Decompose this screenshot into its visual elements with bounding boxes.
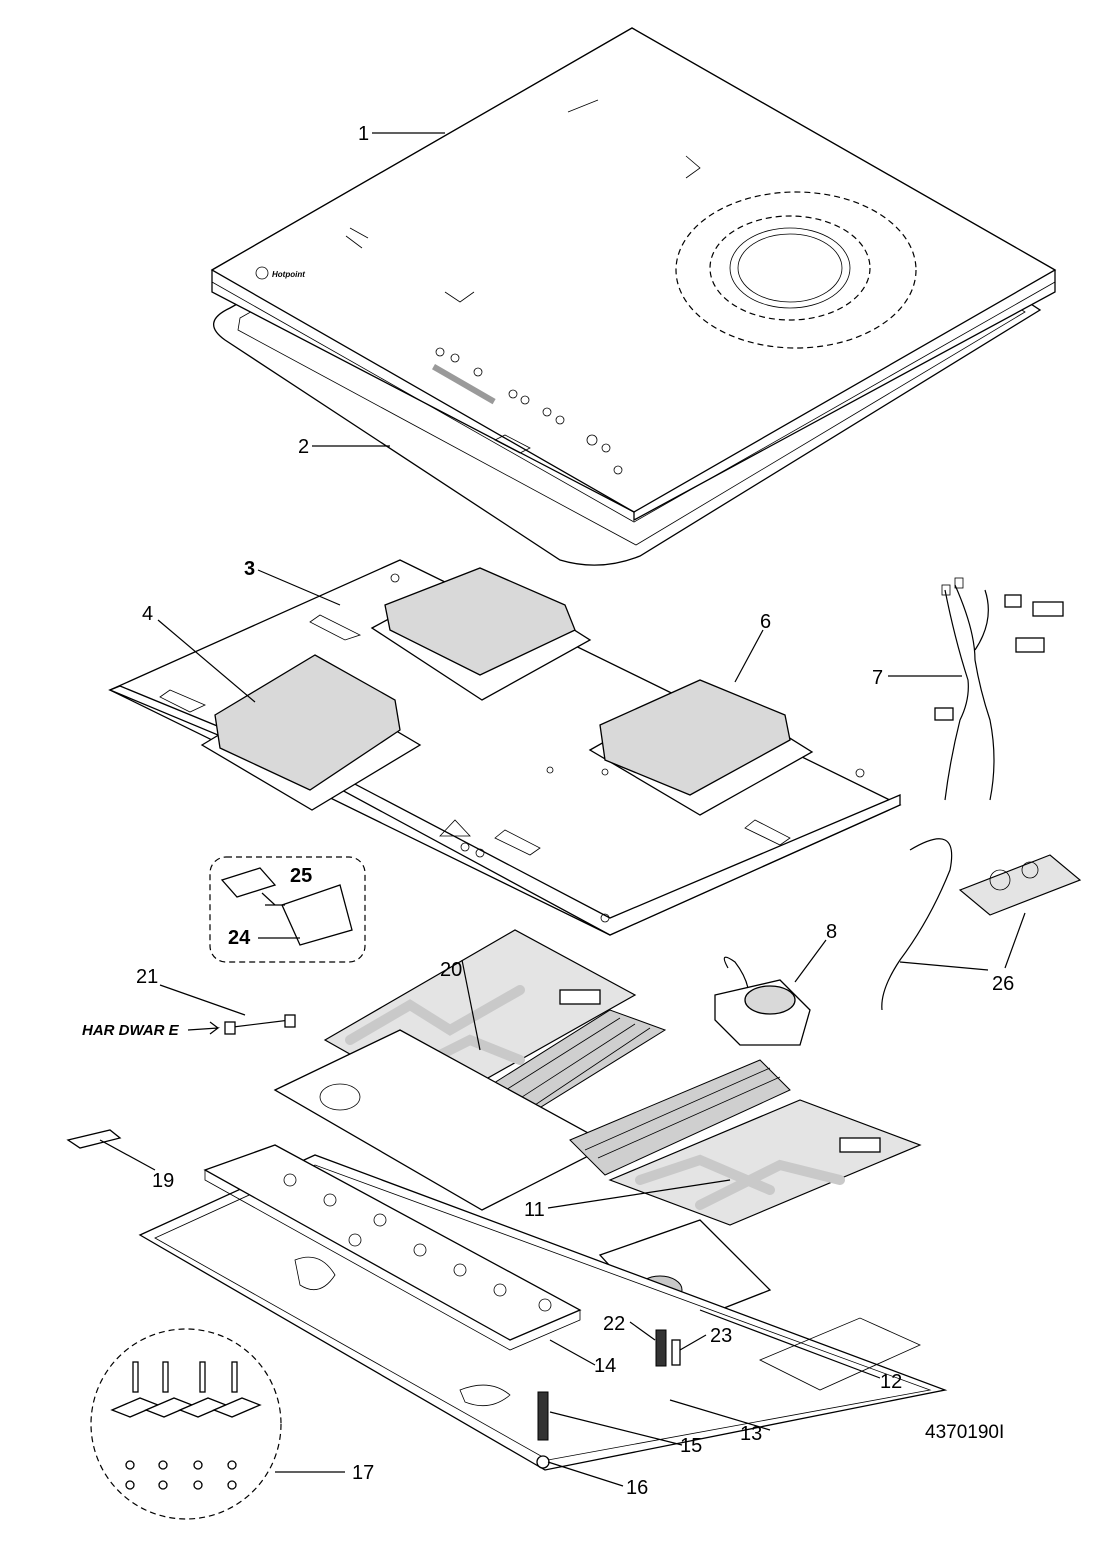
part-1-glass-top: Hotpoint [210, 27, 1057, 523]
part-6-induction-coil [588, 679, 814, 816]
callout-11: 11 [524, 1199, 545, 1221]
svg-text:Hotpoint: Hotpoint [272, 270, 305, 279]
part-22-spring [655, 1329, 667, 1367]
callout-13: 13 [740, 1423, 762, 1445]
callout-8: 8 [826, 921, 837, 943]
callout-1: 1 [358, 123, 369, 145]
callout-16: 16 [626, 1477, 648, 1499]
leader-lines [99, 132, 1026, 1487]
part-4-induction-coil [200, 654, 422, 811]
callout-14: 14 [594, 1355, 616, 1377]
part-24-25-inset [209, 856, 366, 963]
part-3-induction-coil [370, 567, 592, 701]
callout-7: 7 [872, 667, 883, 689]
callout-19: 19 [152, 1170, 174, 1192]
part-14-control-board [203, 1144, 582, 1351]
part-8-cooling-fan [714, 956, 811, 1046]
hardware-label: HAR DWAR E [82, 1022, 180, 1039]
part-16-screw [536, 1455, 550, 1469]
callout-3: 3 [244, 558, 255, 580]
callout-23: 23 [710, 1325, 732, 1347]
callout-2: 2 [298, 436, 309, 458]
part-7-wiring-harness [934, 577, 1064, 801]
callout-6: 6 [760, 611, 771, 633]
part-17-hardware-kit [90, 1328, 282, 1520]
callout-15: 15 [680, 1435, 702, 1457]
callout-17: 17 [352, 1462, 374, 1484]
part-19-foot [66, 1129, 122, 1149]
callout-4: 4 [142, 603, 153, 625]
part-11-power-board [569, 1059, 922, 1226]
callout-21: 21 [136, 966, 158, 988]
callout-25: 25 [290, 865, 312, 887]
drawing-code: 4370190I [925, 1422, 1004, 1443]
callout-24: 24 [228, 927, 251, 949]
part-15-spring [537, 1391, 549, 1441]
part-21-connection-cable [187, 1014, 296, 1035]
part-26-power-cable-filter-board [881, 838, 1082, 1011]
callout-labels: 1 2 3 4 6 7 8 11 12 13 14 15 16 17 19 20… [136, 123, 1014, 1499]
part-23-sensor [671, 1339, 681, 1366]
callout-26: 26 [992, 973, 1014, 995]
callout-12: 12 [880, 1371, 902, 1393]
callout-20: 20 [440, 959, 462, 981]
callout-22: 22 [603, 1313, 625, 1335]
